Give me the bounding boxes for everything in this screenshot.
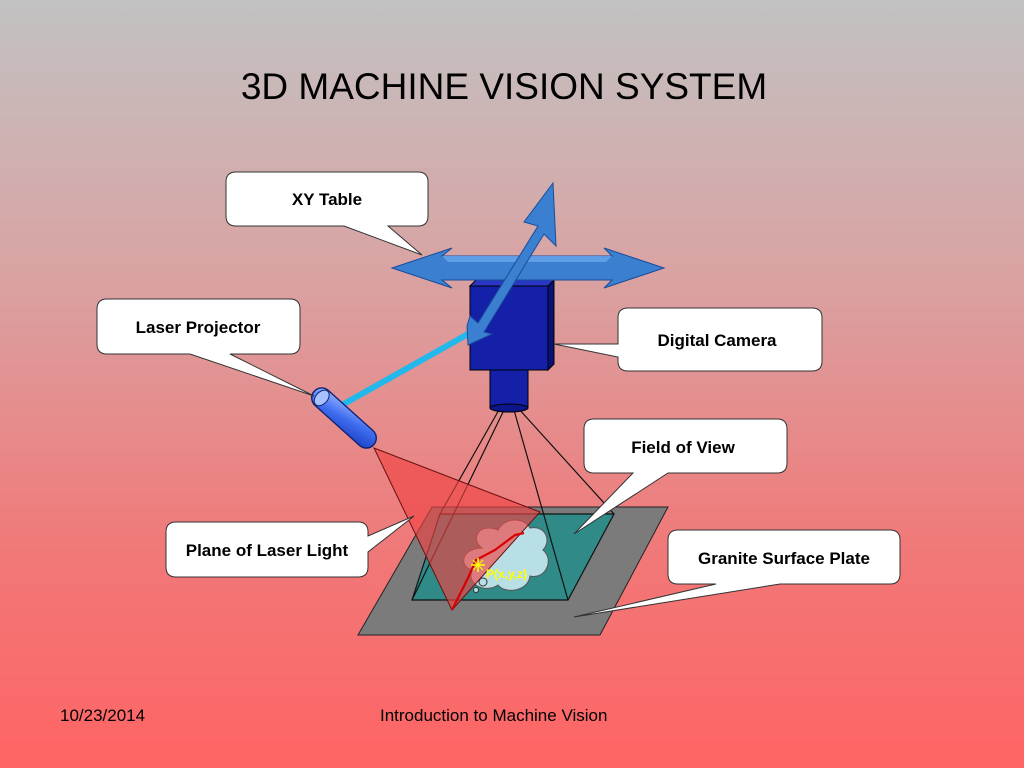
plane-of-laser-light-label: Plane of Laser Light (186, 541, 349, 560)
slide-title: 3D MACHINE VISION SYSTEM (240, 66, 768, 107)
footer-date: 10/23/2014 (60, 706, 146, 725)
laser-intersection-curve (451, 531, 525, 611)
callout-laser-projector: Laser Projector (96, 298, 315, 397)
xy-table-label: XY Table (292, 190, 362, 209)
laser-light-plane (373, 447, 541, 611)
point-marker-icon (471, 558, 485, 572)
laser-projector-icon (311, 387, 377, 449)
callout-granite-surface-plate: Granite Surface Plate (573, 529, 901, 618)
digital-camera-label: Digital Camera (657, 331, 777, 350)
granite-surface-plate-label: Granite Surface Plate (698, 549, 870, 568)
callout-xy-table: XY Table (225, 171, 429, 256)
laser-projector-label: Laser Projector (136, 318, 261, 337)
point-label: P(x,y,z) (486, 567, 527, 581)
footer-title: Introduction to Machine Vision (380, 706, 608, 725)
callout-plane-of-laser-light: Plane of Laser Light (165, 515, 415, 578)
callout-digital-camera: Digital Camera (553, 307, 823, 372)
camera-lens (489, 367, 529, 413)
xy-table-arrows-icon (390, 181, 666, 346)
field-of-view-label: Field of View (631, 438, 735, 457)
callout-field-of-view: Field of View (573, 418, 788, 535)
laser-beam (340, 322, 486, 408)
